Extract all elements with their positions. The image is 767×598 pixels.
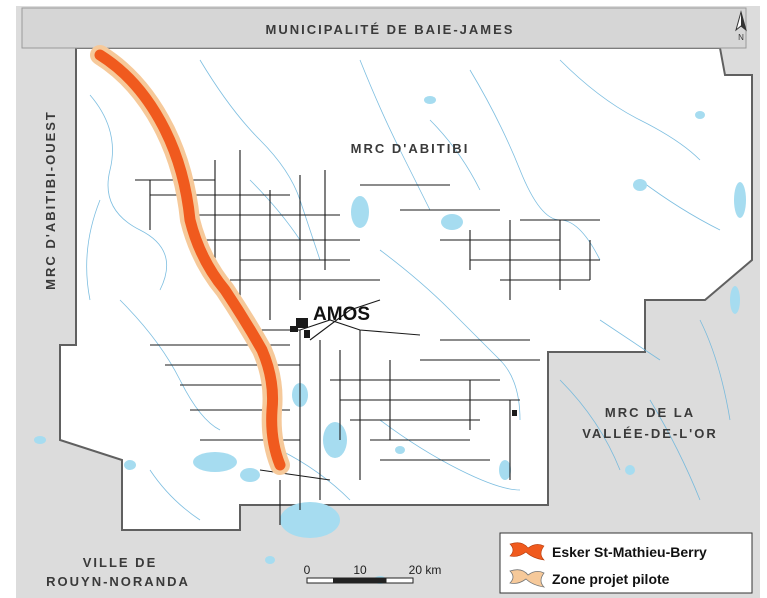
label-vallee-or-2: VALLÉE-DE-L'OR [582,426,718,441]
label-amos: AMOS [313,304,370,325]
legend-swatch-zone [509,569,546,588]
label-rouyn-2: ROUYN-NORANDA [46,574,190,589]
esker-st-mathieu-berry [94,49,286,471]
north-arrow-icon: N [735,10,747,42]
label-rouyn-1: VILLE DE [83,555,158,570]
amos-town [290,318,517,416]
legend-label-zone: Zone projet pilote [552,571,670,587]
legend-swatch-esker [509,542,545,561]
scale-bar: 0 10 20 km [304,563,442,584]
label-abitibi-ouest: MRC D'ABITIBI-OUEST [43,110,58,290]
label-baie-james: MUNICIPALITÉ DE BAIE-JAMES [266,22,515,37]
legend-box [499,532,753,594]
rivers [86,59,731,521]
label-vallee-or-1: MRC DE LA [605,405,695,420]
scale-tick-20: 20 km [409,563,442,577]
legend-label-esker: Esker St-Mathieu-Berry [552,544,707,560]
scale-tick-0: 0 [304,563,311,577]
scale-tick-10: 10 [353,563,367,577]
baie-james-band [21,7,747,49]
legend: Esker St-Mathieu-Berry Zone projet pilot… [499,532,753,594]
label-abitibi: MRC D'ABITIBI [351,141,470,156]
svg-text:N: N [738,33,744,42]
